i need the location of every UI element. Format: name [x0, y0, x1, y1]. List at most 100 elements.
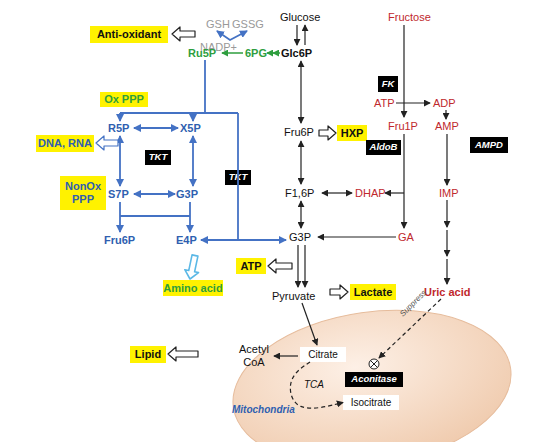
metabolite-label: Uric acid: [424, 286, 470, 299]
enzyme-box: TKT: [225, 170, 251, 185]
branch-line: [204, 60, 206, 113]
ox-ppp-arrows: [222, 52, 280, 54]
metabolite-label: Fru6P: [104, 234, 135, 247]
reaction-arrow: [192, 113, 194, 121]
metabolite-label: Pyruvate: [272, 290, 315, 303]
reaction-arrow: [396, 102, 430, 103]
highlight-box: Amino acid: [163, 280, 223, 296]
metabolite-label: F1,6P: [285, 187, 314, 200]
reaction-arrow: [274, 355, 298, 356]
metabolite-label: ATP: [374, 97, 395, 110]
reaction-arrow: [300, 201, 301, 228]
output-arrow: [96, 136, 118, 150]
reaction-arrow: [134, 127, 178, 129]
node-label: AldoB: [370, 142, 398, 153]
organelle-label: Mitochondria: [232, 404, 295, 416]
metabolite-label: X5P: [180, 122, 201, 135]
metabolite-label: Acetyl CoA: [236, 343, 272, 369]
reaction-arrow: [300, 61, 301, 123]
reaction-arrow: [119, 113, 121, 121]
branch-line: [120, 112, 238, 114]
output-arrow: [330, 285, 348, 299]
node-label: ATP: [240, 260, 261, 273]
node-label: Amino acid: [163, 282, 222, 295]
redox-arrow: [217, 31, 247, 40]
metabolite-label: DHAP: [355, 187, 386, 200]
node-label: Anti-oxidant: [97, 28, 161, 41]
metabolite-label: Fructose: [388, 11, 431, 24]
inhibition-symbol: [369, 359, 379, 369]
highlight-box: Lactate: [350, 284, 396, 300]
metabolite-box: Isocitrate: [343, 395, 399, 410]
organelle-shape: Mitochondria CitrateAconitaseIsocitrate: [222, 300, 512, 442]
branch-line: [120, 215, 190, 217]
reaction-arrow: [403, 134, 404, 228]
reaction-arrow: [222, 52, 243, 54]
highlight-box: Ox PPP: [100, 92, 148, 107]
metabolite-label: GA: [398, 231, 414, 244]
reaction-arrow: [304, 245, 305, 287]
metabolite-label: Fru6P: [284, 126, 314, 139]
node-label: Lactate: [354, 286, 393, 299]
reaction-arrow: [192, 136, 194, 186]
node-label: Lipid: [135, 348, 161, 361]
metabolite-box: Citrate: [300, 347, 346, 362]
reaction-arrow: [296, 25, 297, 45]
inhibition-cross: [371, 361, 378, 368]
node-label: Aconitase: [351, 374, 396, 385]
reaction-arrow: [446, 134, 447, 185]
metabolite-label: Fru1P: [388, 120, 418, 133]
reaction-arrow: [119, 202, 121, 232]
metabolite-label: E4P: [176, 234, 197, 247]
reaction-arrow: [297, 245, 298, 287]
output-arrow: [168, 347, 198, 361]
reaction-arrow: [446, 230, 447, 256]
reaction-arrow: [403, 25, 404, 117]
node-label: FK: [382, 79, 395, 90]
edge-layer: [290, 362, 343, 408]
branch-line: [237, 113, 239, 240]
reaction-arrow: [445, 110, 446, 119]
reaction-arrow: [318, 236, 396, 237]
node-label: Isocitrate: [351, 397, 392, 409]
output-arrow: [268, 259, 292, 273]
metabolite-label: GSH: [206, 18, 230, 31]
hollow-arrows: [96, 27, 348, 361]
reaction-arrow: [273, 52, 280, 54]
reaction-arrow: [385, 192, 404, 193]
metabolite-label: S7P: [108, 188, 129, 201]
reaction-arrow: [119, 136, 121, 186]
reaction-arrow: [201, 239, 286, 241]
enzyme-box: AldoB: [366, 140, 401, 155]
organelle-outline: [222, 300, 512, 442]
reaction-arrow: [302, 303, 317, 345]
nonox-ppp-arrows: [120, 31, 286, 240]
metabolite-label: AMP: [435, 120, 459, 133]
metabolite-label: ADP: [433, 97, 456, 110]
node-label: NonOx PPP: [60, 180, 106, 205]
reaction-arrow: [304, 25, 305, 45]
enzyme-box: TKT: [145, 150, 171, 165]
reaction-arrow: [322, 192, 352, 193]
output-arrow: [319, 126, 336, 140]
metabolite-label: 6PG: [245, 47, 267, 60]
inhibition-circle: [369, 359, 379, 369]
highlight-box: HXP: [337, 125, 367, 141]
reaction-arrow: [189, 202, 191, 232]
highlight-box: DNA, RNA: [36, 135, 94, 152]
cycle-connector: [290, 362, 343, 408]
output-arrow: [183, 254, 202, 280]
metabolite-label: GSSG: [232, 18, 264, 31]
output-arrow: [172, 27, 195, 41]
reaction-arrow: [134, 193, 175, 195]
enzyme-box: FK: [378, 76, 398, 92]
node-label: HXP: [341, 127, 364, 140]
node-label: Citrate: [308, 349, 337, 361]
highlight-box: Anti-oxidant: [90, 26, 168, 43]
reaction-arrow: [446, 200, 447, 227]
annotation-label: TCA: [304, 379, 324, 391]
reaction-arrow: [300, 141, 301, 184]
metabolite-label: Ru5P: [188, 47, 216, 60]
node-label: Ox PPP: [104, 93, 144, 106]
